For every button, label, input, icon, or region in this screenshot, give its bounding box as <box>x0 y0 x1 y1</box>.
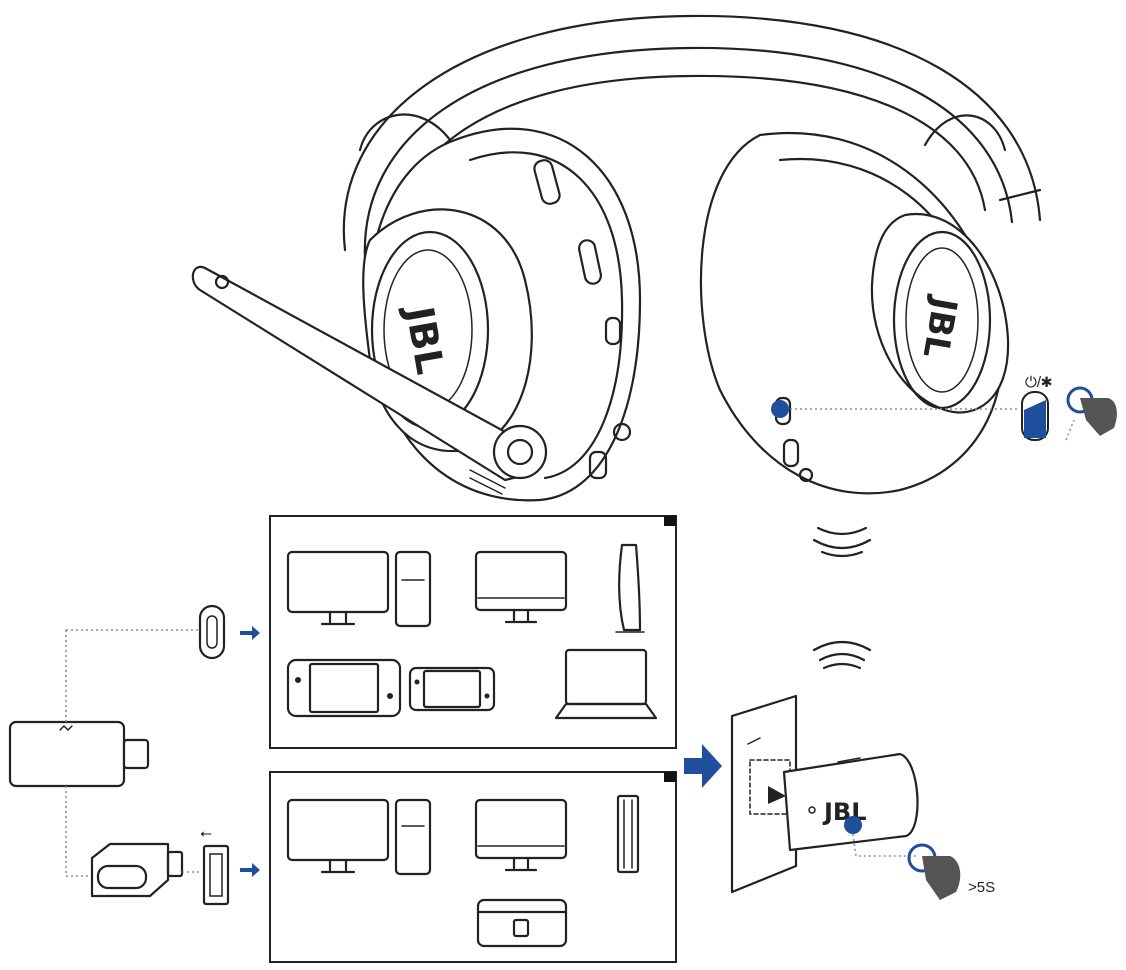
usb-a-port-icon <box>202 844 230 906</box>
handheld-console-icon <box>408 666 496 712</box>
monitor-icon <box>474 550 568 624</box>
arrow-right-icon <box>240 626 260 640</box>
press-hand-icon <box>907 843 961 900</box>
arrow-right-icon <box>240 863 260 877</box>
usb-a-device-panel <box>269 771 677 963</box>
monitor-icon <box>286 550 390 626</box>
power-bluetooth-switch-icon <box>1021 391 1049 441</box>
dongle-button-highlight <box>844 816 862 834</box>
laptop-icon <box>554 648 658 720</box>
usb-c-port-icon <box>198 604 226 660</box>
headset-icon: JBL JBL <box>191 14 1042 502</box>
usb-c-dongle-icon <box>8 720 150 788</box>
console-icon <box>615 543 645 633</box>
wireless-signal-icon <box>812 640 872 670</box>
pc-tower-icon <box>394 550 432 628</box>
pc-tower-icon <box>394 798 432 876</box>
boom-mic-icon <box>191 265 548 495</box>
usb-c-dongle-icon: JBL <box>768 752 919 852</box>
docked-console-icon <box>476 898 568 948</box>
usb-c-device-panel <box>269 515 677 749</box>
usb-a-adapter-icon <box>90 842 184 898</box>
monitor-icon <box>474 798 568 872</box>
wireless-signal-icon <box>812 526 872 558</box>
power-bluetooth-label: ⏻/✱ <box>1025 374 1052 391</box>
usb-symbol: ⭠ <box>200 825 212 842</box>
hold-time-label: >5S <box>968 879 995 896</box>
console-icon <box>616 794 640 874</box>
arrow-right-icon <box>684 744 722 788</box>
power-button-highlight <box>771 400 789 418</box>
press-hand-icon <box>1065 386 1117 441</box>
monitor-icon <box>286 798 390 874</box>
handheld-console-icon <box>286 658 402 718</box>
